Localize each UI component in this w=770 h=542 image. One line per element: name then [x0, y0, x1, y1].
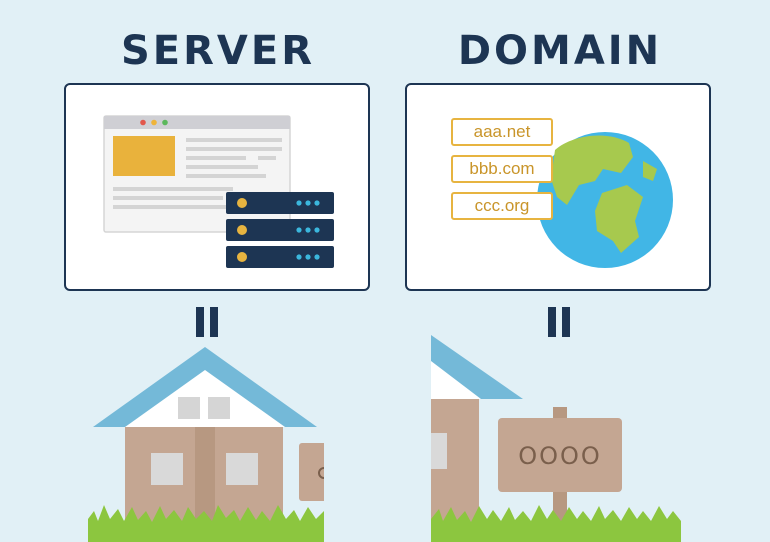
- domain-name-tag: ccc.org: [451, 192, 553, 220]
- address-signboard-icon: [431, 335, 681, 542]
- browser-window-icon: [103, 115, 291, 233]
- domain-title: DOMAIN: [457, 28, 663, 74]
- server-illustration-panel: [64, 83, 370, 291]
- domain-name-tag: bbb.com: [451, 155, 553, 183]
- house-scene: [88, 335, 324, 542]
- domain-name-tag: aaa.net: [451, 118, 553, 146]
- signboard-text: OOOO: [518, 442, 602, 470]
- server-title: SERVER: [120, 28, 315, 74]
- globe-icon: [537, 132, 673, 268]
- signboard-scene: OOOO: [431, 335, 681, 542]
- server-equals-sign: [194, 307, 220, 337]
- domain-illustration-panel: aaa.net bbb.com ccc.org: [405, 83, 711, 291]
- server-illustration: [103, 115, 334, 268]
- domain-equals-sign: [546, 307, 572, 337]
- server-rack-icon: [226, 192, 334, 268]
- house-icon: [88, 347, 324, 542]
